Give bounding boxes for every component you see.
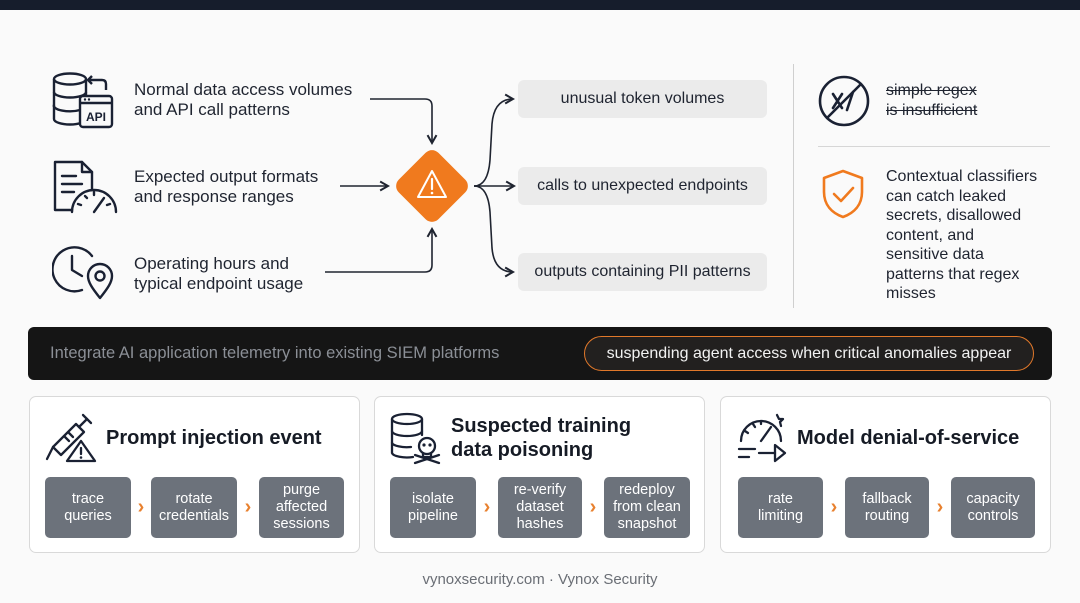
- database-api-icon: API: [50, 70, 116, 132]
- svg-text:API: API: [86, 110, 106, 124]
- chevron-right-icon: ›: [137, 496, 145, 518]
- connector-line: [473, 185, 516, 278]
- siem-integration-text: Integrate AI application telemetry into …: [50, 344, 500, 362]
- chevron-right-icon: ›: [936, 496, 944, 518]
- playbook-title: Prompt injection event: [106, 427, 322, 449]
- panel-divider: [793, 64, 794, 308]
- chevron-right-icon: ›: [483, 496, 491, 518]
- footer-credit: vynoxsecurity.com · Vynox Security: [422, 571, 658, 588]
- playbook-title: Model denial-of-service: [797, 427, 1020, 449]
- clock-location-icon: [51, 244, 118, 302]
- warning-diamond-icon: [396, 150, 468, 222]
- syringe-warning-icon: [43, 413, 97, 463]
- siem-banner: Integrate AI application telemetry into …: [28, 327, 1052, 380]
- connector-line: [325, 226, 438, 273]
- anomaly-pii-patterns: outputs containing PII patterns: [518, 253, 767, 291]
- chevron-right-icon: ›: [830, 496, 838, 518]
- suspend-access-pill: suspending agent access when critical an…: [584, 336, 1034, 371]
- classifier-description: Contextual classifiers can catch leaked …: [886, 168, 1038, 302]
- shield-check-icon: [820, 168, 866, 220]
- connector-line: [473, 93, 516, 187]
- panel-separator: [818, 146, 1050, 147]
- gauge-throttle-icon: [735, 413, 789, 463]
- database-skull-icon: [389, 411, 441, 465]
- connector-line: [370, 98, 438, 146]
- document-gauge-icon: [52, 160, 118, 216]
- chevron-right-icon: ›: [589, 496, 597, 518]
- anomaly-unexpected-endpoints: calls to unexpected endpoints: [518, 167, 767, 205]
- anomaly-token-volumes: unusual token volumes: [518, 80, 767, 118]
- top-bar: [0, 0, 1080, 10]
- chevron-right-icon: ›: [244, 496, 252, 518]
- no-regex-icon: [817, 74, 871, 128]
